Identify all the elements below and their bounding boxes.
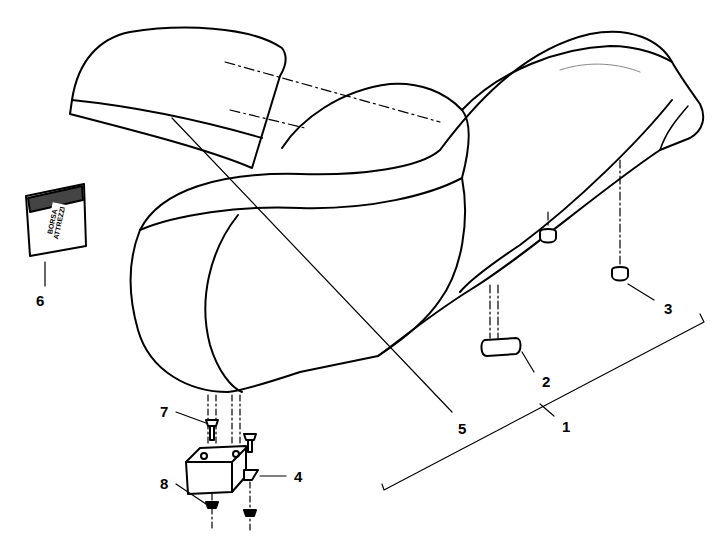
leader-line — [628, 284, 654, 300]
leader-line — [176, 412, 206, 423]
bumper — [612, 267, 628, 281]
leader-line — [522, 352, 534, 372]
bag-label: BORSA ATTREZZI — [45, 202, 67, 242]
hook-dash — [490, 285, 498, 338]
bumper — [540, 229, 556, 243]
hinge-tab — [244, 470, 258, 480]
leader-line — [44, 262, 45, 286]
callout-number: 1 — [560, 418, 572, 435]
seat-front-panel — [205, 215, 242, 392]
group-bracket — [382, 314, 704, 490]
leader-line — [260, 475, 286, 476]
callout-number: 5 — [456, 420, 468, 437]
seat-side-line — [378, 178, 465, 356]
seat-hook — [481, 338, 520, 356]
backrest-edge — [72, 100, 262, 138]
leader-line — [540, 404, 554, 416]
bracket-hole — [233, 451, 239, 457]
tool-bag — [26, 184, 86, 256]
seat-tail — [660, 106, 688, 150]
callout-number: 4 — [292, 468, 304, 485]
hinge-bracket-face — [186, 448, 246, 492]
nut — [244, 510, 256, 516]
screw — [206, 420, 218, 440]
seat-rear-ridge — [462, 46, 672, 110]
callout-number: 6 — [34, 292, 46, 309]
callout-number: 3 — [662, 300, 674, 317]
bracket-hole — [201, 453, 207, 459]
placement-line — [225, 62, 440, 128]
leader-line — [176, 484, 206, 504]
leader-line — [172, 118, 452, 412]
seat-side-line — [460, 100, 672, 292]
callout-number: 8 — [158, 475, 170, 492]
seat-body — [131, 32, 703, 392]
hinge-bracket — [186, 446, 246, 494]
backrest-pad — [70, 28, 286, 168]
screw — [244, 434, 256, 452]
callout-number: 2 — [540, 373, 552, 390]
seat-front-ridge — [140, 178, 462, 230]
nut — [206, 502, 218, 508]
seat-stitch — [560, 64, 640, 72]
seat-step — [282, 84, 469, 178]
bumper-dash — [548, 160, 620, 266]
callout-number: 7 — [158, 403, 170, 420]
